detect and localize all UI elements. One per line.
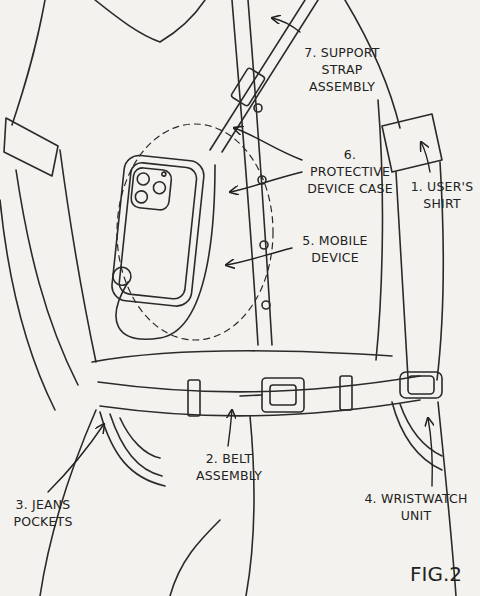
callout-label: 3. JEANS POCKETS: [4, 496, 82, 530]
callout-label: 2. BELT ASSEMBLY: [186, 450, 272, 484]
callout-label: 4. WRISTWATCH UNIT: [358, 490, 474, 524]
callout-label: 1. USER'S SHIRT: [408, 178, 476, 212]
figure-caption: FIG.2: [410, 562, 462, 586]
callout-label: 6. PROTECTIVE DEVICE CASE: [302, 146, 398, 197]
callout-label: 5. MOBILE DEVICE: [290, 232, 380, 266]
callout-label: 7. SUPPORT STRAP ASSEMBLY: [300, 44, 384, 95]
